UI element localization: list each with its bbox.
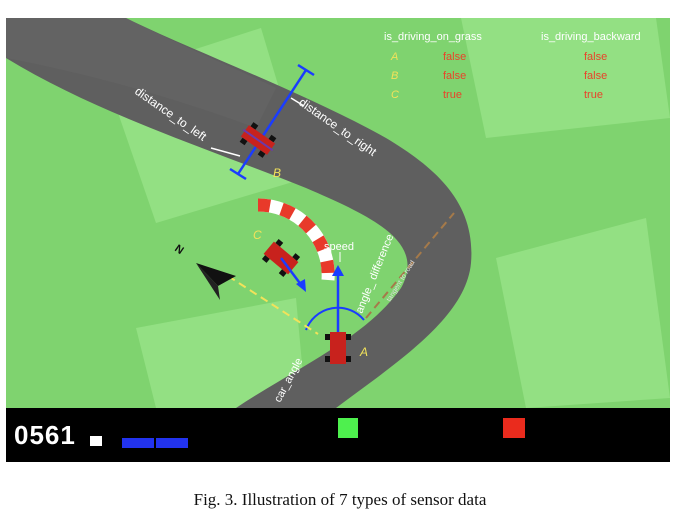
- row-b-backward: false: [584, 70, 607, 82]
- angle-arc: [305, 306, 365, 331]
- distance-measure: [229, 63, 315, 181]
- car-a: [325, 332, 351, 364]
- row-car-a: A: [390, 51, 398, 63]
- header-backward: is_driving_backward: [541, 31, 641, 43]
- car-c-velocity-arrowhead: [296, 279, 306, 292]
- car-a-label: A: [359, 345, 368, 359]
- hud-cursor-block: [90, 436, 102, 446]
- distance-left-arrow: [210, 147, 241, 157]
- car-c-velocity-arrow: [280, 257, 303, 287]
- curb: [257, 198, 335, 281]
- game-scene: tangent to road distance_to_left distanc…: [6, 18, 670, 462]
- row-a-on-grass: false: [443, 51, 466, 63]
- tangent-line: [365, 212, 455, 319]
- grass-tile: [136, 298, 306, 408]
- grass-tile: [461, 18, 670, 138]
- road-shade: [6, 18, 276, 128]
- car-c-label: C: [253, 228, 262, 242]
- row-car-b: B: [391, 70, 398, 82]
- status-table: is_driving_on_grass is_driving_backward …: [384, 31, 641, 101]
- car-b-label: B: [273, 166, 281, 180]
- car-b: [239, 122, 277, 158]
- speed-arrowhead: [332, 265, 344, 276]
- road: [6, 18, 472, 408]
- grass-tile: [496, 218, 670, 408]
- row-b-on-grass: false: [443, 70, 466, 82]
- hud-speed-bar: [156, 438, 188, 448]
- row-a-backward: false: [584, 51, 607, 63]
- distance-right-arrow: [290, 97, 305, 107]
- row-c-backward: true: [584, 89, 603, 101]
- hud-score: 0561: [14, 420, 76, 450]
- header-on-grass: is_driving_on_grass: [384, 31, 482, 43]
- figure-caption: Fig. 3. Illustration of 7 types of senso…: [193, 490, 487, 509]
- hud-red-indicator: [503, 418, 525, 438]
- reference-line: [227, 275, 319, 335]
- compass-icon: [196, 263, 236, 300]
- hud-green-indicator: [338, 418, 358, 438]
- row-car-c: C: [391, 89, 399, 101]
- row-c-on-grass: true: [443, 89, 462, 101]
- hud-speed-bar: [122, 438, 154, 448]
- speed-label: speed: [324, 241, 354, 253]
